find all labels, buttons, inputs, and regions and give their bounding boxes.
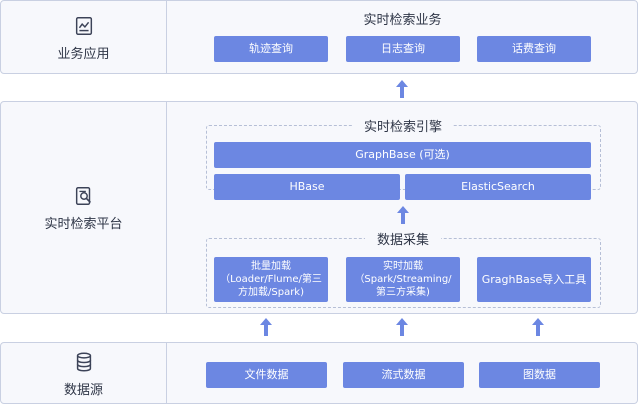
platform-layer: 实时检索平台 实时检索引擎 GraphBase (可选) HBase Elast…: [0, 101, 638, 314]
graph-data-box: 图数据: [479, 362, 600, 388]
collect-title: 数据采集: [365, 229, 441, 248]
fee-query-box: 话费查询: [477, 36, 591, 62]
up-arrow-icon: [532, 318, 544, 336]
realtime-load-box: 实时加载（Spark/Streaming/第三方采集): [346, 257, 460, 302]
up-arrow-icon: [397, 206, 409, 224]
business-side: 业务应用: [1, 1, 166, 75]
source-side: 数据源: [1, 343, 166, 405]
batch-load-box: 批量加载（Loader/Flume/第三方加载/Spark): [214, 257, 328, 302]
up-arrow-icon: [396, 80, 408, 98]
database-icon: [76, 352, 91, 371]
stream-data-box: 流式数据: [343, 362, 464, 388]
file-data-box: 文件数据: [206, 362, 327, 388]
source-side-label: 数据源: [63, 382, 103, 398]
chart-document-icon: [75, 16, 92, 35]
source-divider: [166, 343, 167, 403]
elasticsearch-box: ElasticSearch: [405, 174, 591, 200]
hbase-box: HBase: [214, 174, 400, 200]
business-title: 实时检索业务: [363, 13, 442, 28]
platform-divider: [166, 102, 167, 313]
graphbase-box: GraphBase (可选): [214, 142, 591, 168]
source-layer: 数据源 文件数据 流式数据 图数据: [0, 342, 638, 404]
business-divider: [166, 1, 167, 73]
graphbase-import-box: GraghBase导入工具: [477, 257, 591, 302]
platform-side-label: 实时检索平台: [44, 217, 123, 232]
engine-title: 实时检索引擎: [353, 116, 453, 135]
search-document-icon: [75, 187, 91, 205]
platform-side: 实时检索平台: [1, 102, 166, 315]
business-layer: 业务应用 实时检索业务 轨迹查询 日志查询 话费查询: [0, 0, 638, 74]
log-query-box: 日志查询: [346, 36, 460, 62]
up-arrow-icon: [260, 318, 272, 336]
track-query-box: 轨迹查询: [214, 36, 328, 62]
up-arrow-icon: [396, 318, 408, 336]
business-side-label: 业务应用: [57, 46, 110, 62]
